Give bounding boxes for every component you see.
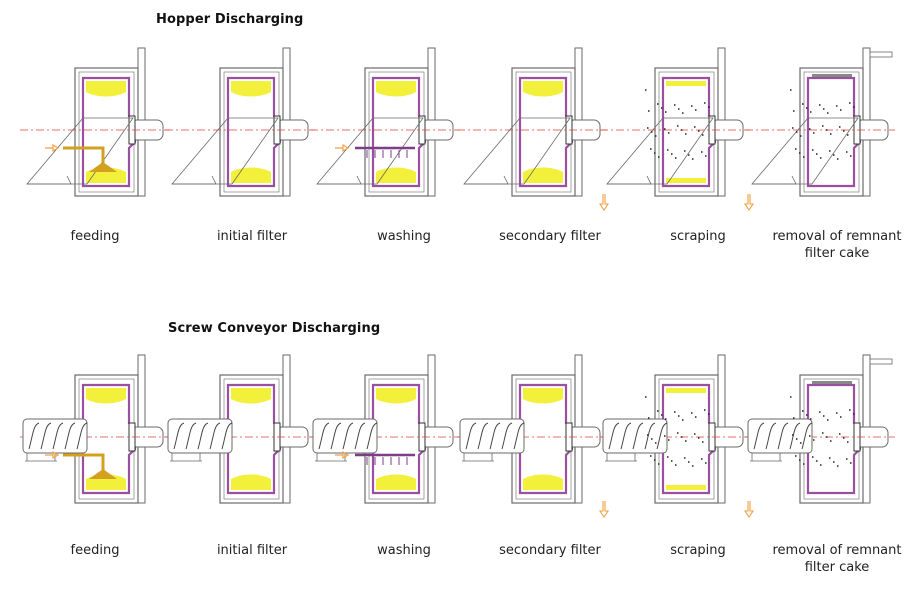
step-caption-feeding: feeding xyxy=(70,543,120,558)
filter-cake-bottom xyxy=(666,485,706,490)
filter-cake-top xyxy=(376,81,416,97)
chute-outlet xyxy=(27,175,72,185)
screw-flight xyxy=(753,422,813,450)
discharge-arrow xyxy=(743,194,755,211)
conveyor-stand xyxy=(170,453,202,462)
filter-cake-bottom xyxy=(231,167,271,183)
filter-cake-top xyxy=(86,81,126,97)
feed-arrow xyxy=(45,143,60,153)
filter-cake-top xyxy=(523,388,563,404)
filter-unit-secondary-filter xyxy=(457,47,607,197)
filter-unit-feeding xyxy=(20,354,170,504)
scraper-blade xyxy=(812,74,852,77)
conveyor-stand xyxy=(25,453,57,462)
conveyor-stand xyxy=(315,453,347,462)
filter-unit-washing xyxy=(310,47,460,197)
scraped-solids xyxy=(790,89,855,160)
filter-unit-initial-filter xyxy=(165,354,315,504)
gas-blow-pipe xyxy=(869,51,893,58)
screw-flight xyxy=(28,422,88,450)
section-title-screw: Screw Conveyor Discharging xyxy=(168,321,381,336)
housing xyxy=(654,67,719,197)
scraped-solids xyxy=(790,396,855,467)
step-caption-secondary-filter: secondary filter xyxy=(499,543,601,558)
filter-cake-top xyxy=(86,388,126,404)
wash-arrow xyxy=(335,450,350,460)
scraper-blade xyxy=(812,381,852,384)
discharge-arrow xyxy=(598,501,610,518)
screw-flight xyxy=(465,422,525,450)
filter-cake-top xyxy=(666,81,706,86)
filter-unit-removal-of-remnant-filter-cake xyxy=(743,354,895,518)
conveyor-stand xyxy=(462,453,494,462)
filter-unit-scraping xyxy=(598,47,750,211)
feed-pipe xyxy=(63,453,105,471)
step-caption-scraping: scraping xyxy=(670,229,726,244)
chute-outlet xyxy=(464,175,509,185)
screw-flight xyxy=(318,422,378,450)
filter-unit-scraping xyxy=(598,354,750,518)
housing xyxy=(799,67,864,197)
filter-unit-feeding xyxy=(20,47,170,197)
feed-arrow xyxy=(45,450,60,460)
filter-unit-removal-of-remnant-filter-cake xyxy=(743,47,895,211)
filter-unit-secondary-filter xyxy=(457,354,607,504)
screw-flight xyxy=(173,422,233,450)
discharge-arrow xyxy=(598,194,610,211)
feed-pipe xyxy=(63,146,105,164)
filter-cake-top xyxy=(231,388,271,404)
step-caption-removal-of-remnant-filter-cake: removal of remnant filter cake xyxy=(772,229,902,261)
step-caption-washing: washing xyxy=(377,229,431,244)
filter-cake-top xyxy=(376,388,416,404)
step-caption-removal-of-remnant-filter-cake: removal of remnant filter cake xyxy=(772,543,902,575)
gas-blow-pipe xyxy=(869,358,893,365)
conveyor-stand xyxy=(750,453,782,462)
discharge-arrow xyxy=(743,501,755,518)
filter-cake-bottom xyxy=(231,474,271,490)
chute-outlet xyxy=(317,175,362,185)
wash-arrow xyxy=(335,143,350,153)
step-caption-initial-filter: initial filter xyxy=(216,543,288,558)
feed-nozzle xyxy=(89,162,117,172)
step-caption-initial-filter: initial filter xyxy=(216,229,288,244)
step-caption-scraping: scraping xyxy=(670,543,726,558)
filter-cake-top xyxy=(666,388,706,393)
conveyor-stand xyxy=(605,453,637,462)
section-title-hopper: Hopper Discharging xyxy=(156,12,304,27)
chute-outlet xyxy=(607,175,652,185)
scraped-solids xyxy=(645,396,710,467)
filter-cake-top xyxy=(523,81,563,97)
feed-nozzle xyxy=(89,469,117,479)
filter-unit-initial-filter xyxy=(165,47,315,197)
filter-cake-bottom xyxy=(376,167,416,183)
step-caption-feeding: feeding xyxy=(70,229,120,244)
filter-cake-bottom xyxy=(523,474,563,490)
screw-flight xyxy=(608,422,668,450)
step-caption-secondary-filter: secondary filter xyxy=(499,229,601,244)
filter-cake-bottom xyxy=(666,178,706,183)
scraped-solids xyxy=(645,89,710,160)
chute-outlet xyxy=(172,175,217,185)
filter-cake-top xyxy=(231,81,271,97)
filter-cake-bottom xyxy=(523,167,563,183)
filter-unit-washing xyxy=(310,354,460,504)
filter-cake-bottom xyxy=(376,474,416,490)
chute-outlet xyxy=(752,175,797,185)
step-caption-washing: washing xyxy=(377,543,431,558)
